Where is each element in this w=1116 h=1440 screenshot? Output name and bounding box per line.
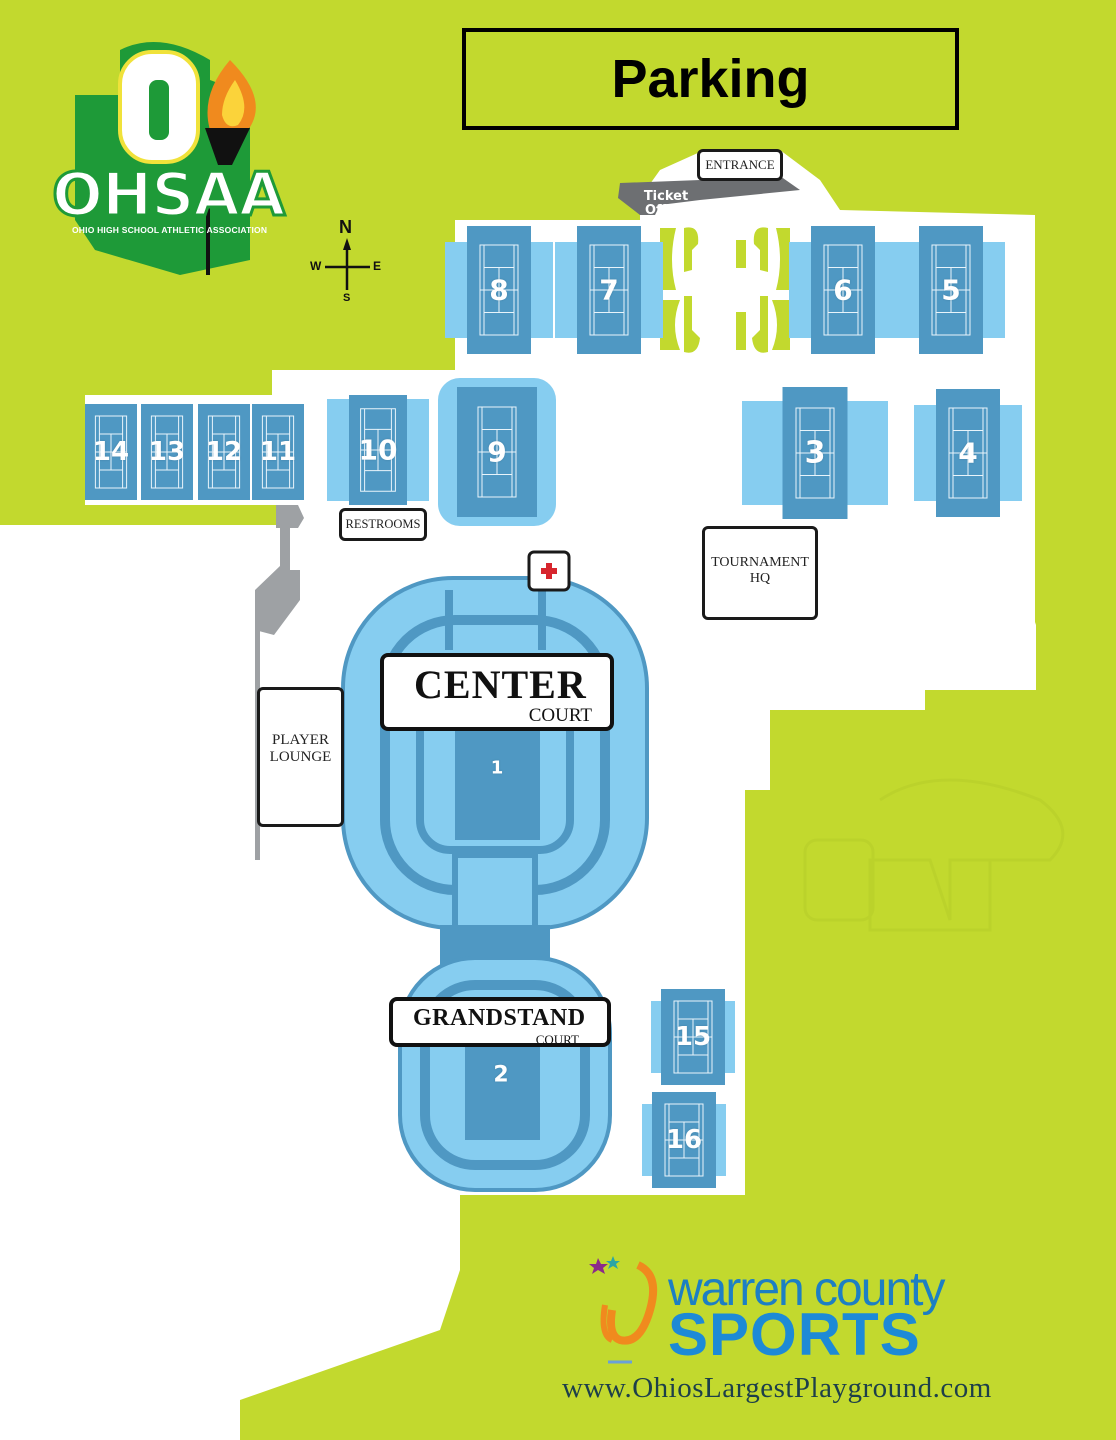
compass-south: S — [343, 292, 351, 304]
court-lines — [94, 415, 128, 489]
entrance-plaza — [660, 227, 790, 353]
court-number-6: 6 — [833, 273, 853, 307]
warren-county-sports-text: SPORTS — [668, 1301, 921, 1368]
court-lines — [948, 407, 988, 499]
court-16[interactable] — [642, 1092, 726, 1188]
court-number-1: 1 — [490, 757, 504, 779]
court-6[interactable] — [789, 226, 897, 354]
tournament-hq-line1: TOURNAMENT — [711, 555, 809, 570]
grandstand-court-sub: COURT — [535, 1032, 579, 1047]
warren-county-w-icon — [589, 1256, 657, 1364]
court-lines — [479, 244, 519, 336]
warren-county-text: warren county — [668, 1263, 945, 1316]
court-14[interactable] — [85, 404, 137, 500]
court-number-7: 7 — [599, 273, 619, 307]
courts-layer — [85, 226, 1022, 1188]
court-lines — [931, 244, 971, 336]
court-number-16: 16 — [665, 1125, 703, 1155]
first-aid-station[interactable] — [527, 550, 571, 592]
ohsaa-logo — [75, 42, 256, 275]
court-number-9: 9 — [487, 435, 507, 469]
court-lines — [477, 406, 517, 498]
court-lines — [673, 1000, 713, 1074]
player-lounge-line1: PLAYER — [272, 732, 329, 748]
center-court-sub: COURT — [528, 705, 592, 726]
center-court-label[interactable]: CENTER COURT — [380, 653, 614, 731]
court-13[interactable] — [141, 404, 193, 500]
first-aid-cross-icon — [541, 563, 557, 579]
website-url[interactable]: www.OhiosLargestPlayground.com — [562, 1372, 992, 1404]
ohsaa-logo-text: OHSAA — [50, 159, 286, 232]
parking-area-label: Parking — [462, 28, 959, 130]
court-number-10: 10 — [358, 433, 398, 467]
restrooms-text: RESTROOMS — [345, 517, 421, 532]
court-9[interactable] — [438, 378, 556, 526]
ohsaa-tagline: OHIO HIGH SCHOOL ATHLETIC ASSOCIATION — [72, 225, 268, 235]
court-number-3: 3 — [804, 435, 826, 471]
court-4[interactable] — [914, 389, 1022, 517]
court-lines — [150, 415, 184, 489]
court-number-13: 13 — [148, 437, 186, 467]
court-lines — [664, 1103, 704, 1177]
court-number-8: 8 — [489, 273, 509, 307]
court-3[interactable] — [742, 387, 888, 519]
court-lines — [360, 408, 396, 492]
court-8[interactable] — [445, 226, 553, 354]
court-lines — [207, 415, 241, 489]
grandstand-court-name: GRANDSTAND — [413, 1005, 586, 1031]
grandstand-court-label[interactable]: GRANDSTAND COURT — [389, 997, 611, 1047]
compass-rose-icon — [325, 238, 370, 290]
center-court-name: CENTER — [414, 662, 587, 707]
entrance-text: ENTRANCE — [705, 156, 775, 172]
court-12[interactable] — [198, 404, 250, 500]
court-11[interactable] — [252, 404, 304, 500]
court-number-11: 11 — [259, 437, 297, 467]
court-number-4: 4 — [958, 436, 978, 470]
court-15[interactable] — [651, 989, 735, 1085]
entrance-label[interactable]: ENTRANCE — [697, 149, 783, 181]
court-number-5: 5 — [941, 273, 961, 307]
court-7[interactable] — [555, 226, 663, 354]
court-10[interactable] — [327, 395, 429, 505]
watermark-logo — [803, 778, 1065, 932]
court-lines — [795, 407, 835, 499]
court-5[interactable] — [897, 226, 1005, 354]
parking-title: Parking — [611, 49, 810, 109]
tournament-hq-line2: HQ — [749, 571, 771, 587]
ticket-office-label-2: Office — [645, 203, 687, 218]
court-number-2: 2 — [493, 1062, 509, 1088]
court-lines — [823, 244, 863, 336]
court-lines — [261, 415, 295, 489]
compass-west: W — [310, 259, 322, 273]
court-lines — [589, 244, 629, 336]
ticket-office-walkway — [618, 176, 800, 215]
compass-north: N — [339, 217, 352, 237]
compass-east: E — [373, 259, 382, 273]
restrooms-label[interactable]: RESTROOMS — [339, 508, 427, 541]
ticket-office-label-1: Ticket — [644, 189, 688, 204]
court-number-15: 15 — [674, 1022, 712, 1052]
court-number-14: 14 — [92, 437, 130, 467]
court-number-12: 12 — [205, 437, 243, 467]
player-lounge-line2: LOUNGE — [269, 749, 332, 766]
